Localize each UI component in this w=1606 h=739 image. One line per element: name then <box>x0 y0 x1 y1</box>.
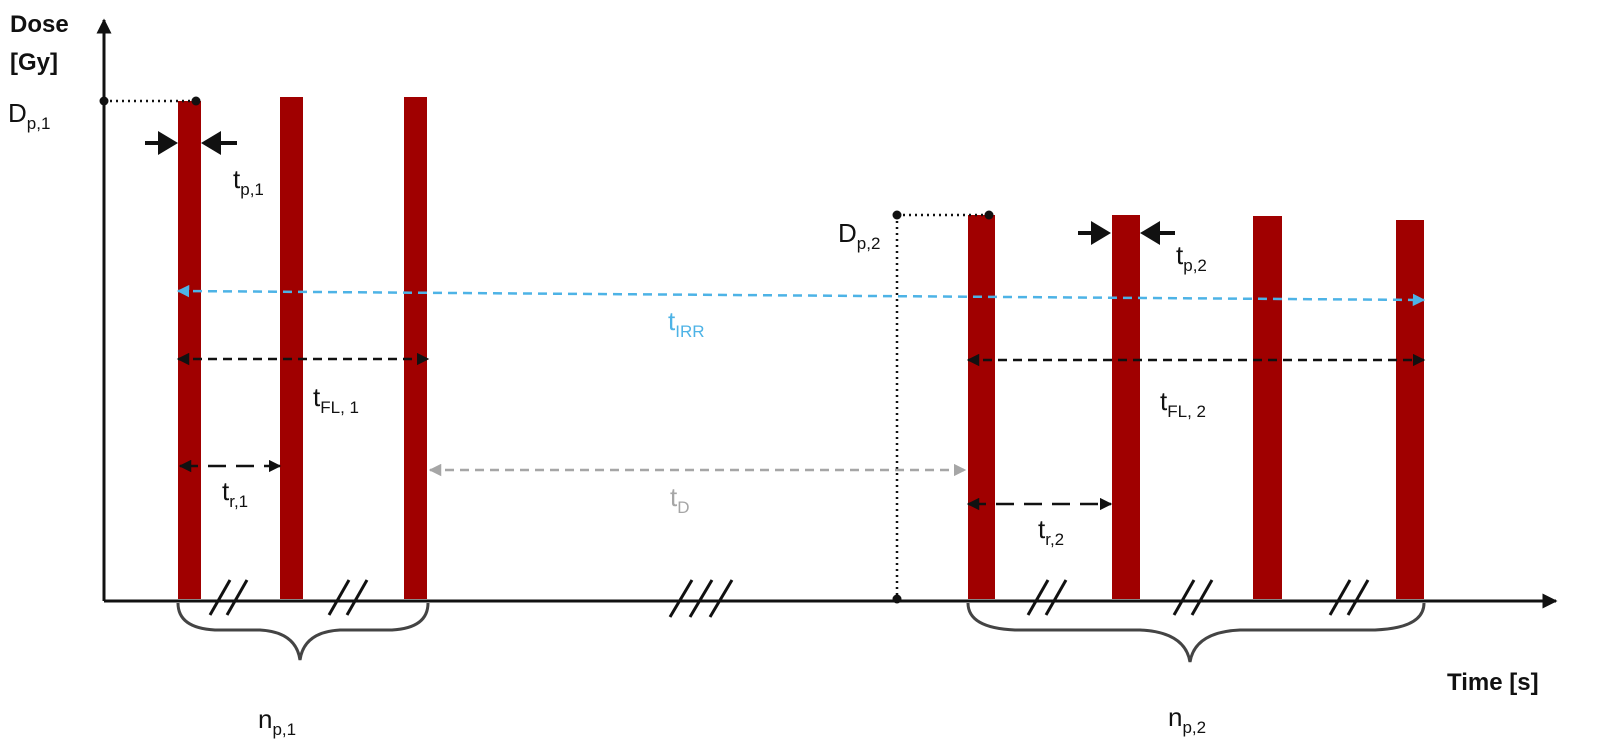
dose-2-label: Dp,2 <box>838 218 880 253</box>
pulse-width-1-left-arrowhead <box>158 131 178 155</box>
dose-2-dot-left <box>892 210 902 220</box>
pulse-1-1 <box>178 101 201 599</box>
pulse-width-1-label: tp,1 <box>233 164 264 199</box>
pulse-2-1 <box>968 215 995 599</box>
axis-breaks <box>208 579 1370 618</box>
dose-1-dot-right <box>191 96 201 106</box>
pulse-width-2-label: tp,2 <box>1176 240 1207 275</box>
delay-time-label: tD <box>670 482 690 517</box>
pulse-count-1-label: np,1 <box>258 704 296 739</box>
pulse-width-2-left-arrowhead <box>1091 221 1111 245</box>
repetition-1-label: tr,1 <box>222 476 248 511</box>
flash-length-1-label: tFL, 1 <box>313 382 359 417</box>
irradiation-time-arrow <box>176 284 1426 307</box>
pulse-width-2-right-arrowhead <box>1140 221 1160 245</box>
y-axis-title-line1: Dose <box>10 11 69 38</box>
pulse-1-3 <box>404 97 427 599</box>
pulse-width-1-right-arrowhead <box>201 131 221 155</box>
pulse-2-3 <box>1253 216 1282 599</box>
pulse-1-2 <box>280 97 303 599</box>
pulse-count-2-label: np,2 <box>1168 702 1206 737</box>
dose-1-label: Dp,1 <box>8 98 50 133</box>
y-axis-title-line2: [Gy] <box>10 49 58 76</box>
dose-1-dot-left <box>99 96 109 106</box>
x-axis-title: Time [s] <box>1447 669 1539 696</box>
dose-2-dot-axis <box>892 594 902 604</box>
pulse-2-2 <box>1112 215 1140 599</box>
irradiation-time-label: tIRR <box>668 306 705 341</box>
repetition-2-label: tr,2 <box>1038 514 1064 549</box>
brace-group-2 <box>966 602 1426 663</box>
dose-2-dot-right <box>984 210 994 220</box>
flash-length-2-label: tFL, 2 <box>1160 386 1206 421</box>
pulse-2-4 <box>1396 220 1424 599</box>
brace-group-1 <box>176 602 430 661</box>
